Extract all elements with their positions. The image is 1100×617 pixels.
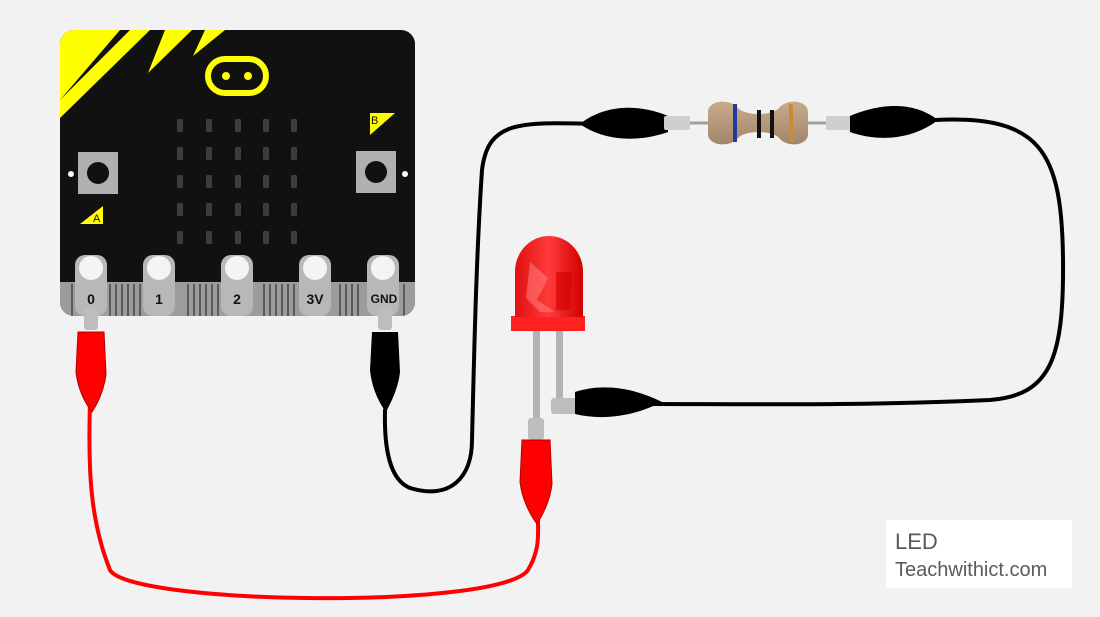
red-wire — [87, 400, 541, 601]
caption-site: Teachwithict.com — [895, 559, 1048, 581]
button-b-badge: B — [370, 113, 395, 135]
led-dome — [515, 236, 583, 317]
button-b — [356, 151, 396, 193]
pin-label-2: 2 — [233, 291, 241, 307]
pin-label-gnd: GND — [371, 292, 398, 306]
red-crocodile-clip-pin0 — [75, 308, 107, 413]
pin-label-0: 0 — [87, 291, 95, 307]
button-a — [78, 152, 118, 194]
pin-3v-hole — [303, 256, 327, 280]
pin-2-hole — [225, 256, 249, 280]
pin-0-hole — [79, 256, 103, 280]
resistor-band-black-1 — [757, 110, 761, 138]
led-leg-left — [533, 330, 540, 422]
resistor-assembly — [580, 101, 938, 145]
resistor-band-black-2 — [770, 110, 774, 138]
pin-gnd-hole — [371, 256, 395, 280]
led-component — [511, 236, 585, 422]
pin-1-hole — [147, 256, 171, 280]
caption-title: LED — [895, 529, 938, 554]
pin-label-1: 1 — [155, 291, 163, 307]
black-crocodile-clip-resistor-right — [850, 106, 938, 138]
black-wire-gnd — [382, 121, 602, 494]
led-matrix — [177, 119, 297, 244]
button-a-label: A — [93, 213, 101, 225]
black-crocodile-clip-gnd — [370, 308, 400, 412]
red-crocodile-clip-led — [519, 418, 553, 525]
led-rim — [511, 316, 585, 331]
edge-connector-teeth — [71, 284, 405, 316]
black-crocodile-clip-resistor-left — [580, 107, 668, 139]
pin-label-3v: 3V — [306, 291, 324, 307]
button-a-badge: A — [80, 206, 103, 225]
resistor-band-blue — [733, 104, 737, 142]
resistor-band-gold — [789, 104, 793, 142]
led-leg-right — [556, 330, 563, 412]
microbit-logo — [205, 56, 269, 96]
black-crocodile-clip-led — [551, 387, 662, 418]
caption-box: LED Teachwithict.com — [886, 520, 1072, 588]
microbit-board: 0 1 2 3V GND A — [60, 30, 415, 316]
black-wire-return — [648, 117, 1066, 407]
button-b-label: B — [371, 115, 378, 127]
